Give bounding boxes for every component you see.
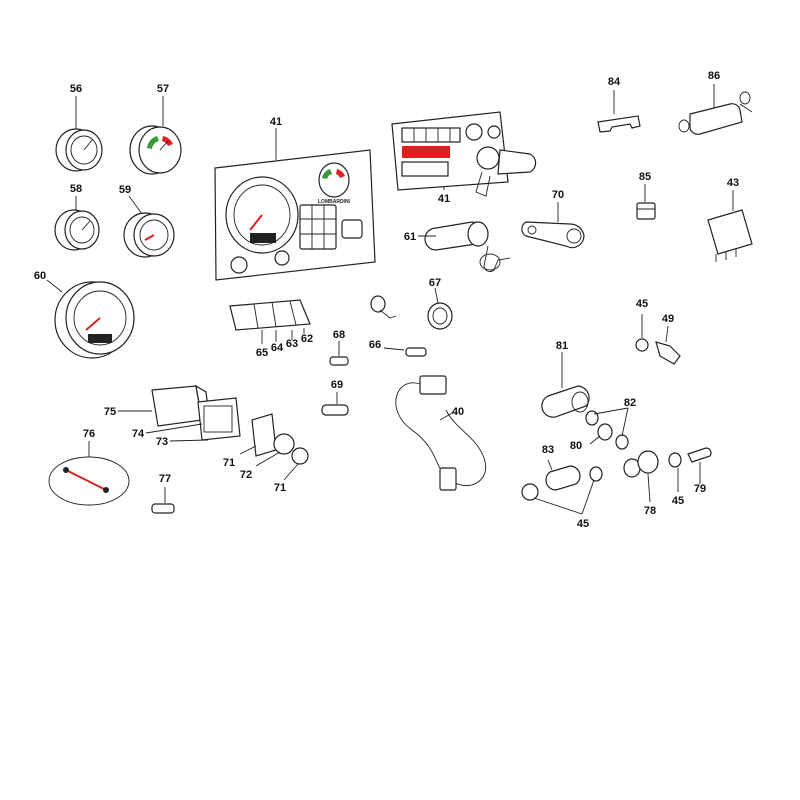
part-66-bulb [383,347,427,357]
callout-label: 83 [542,444,554,456]
part-77-fuse [151,487,175,514]
part-86-component [678,84,753,135]
callout-label: 75 [104,406,116,418]
part-83-sender [521,459,603,515]
callout-label: 60 [34,270,46,282]
callout-label: 64 [271,342,284,354]
part-sensor [370,295,397,319]
callout-label: 45 [577,518,589,530]
part-40-harness [395,375,487,491]
part-45-washer [635,314,649,352]
part-82-washers [585,407,629,450]
callout-label: 63 [286,338,298,350]
callout-label: 67 [429,277,441,289]
part-85-block [636,184,656,220]
callout-label: 78 [644,505,656,517]
callout-label: 57 [157,83,169,95]
callout-label: 43 [727,177,739,189]
callout-label: 71 [274,482,286,494]
callout-label: 49 [662,313,674,325]
part-62-65-switch-block [229,299,311,344]
part-59-gauge [123,195,175,258]
part-67-holder [427,287,453,330]
part-49-sensor [655,325,681,365]
callout-label: 41 [270,116,282,128]
part-80-fitting [589,423,613,445]
callout-label: 81 [556,340,568,352]
part-56-small-gauge [55,96,103,172]
part-78-fitting [623,450,659,503]
brand-label: LOMBARDINI [318,199,351,205]
part-76-cable [48,441,130,506]
callout-label: 41 [438,193,450,205]
part-79-bolt [687,447,712,484]
callout-label: 58 [70,183,82,195]
callout-label: 70 [552,189,564,201]
callout-label: 82 [624,397,636,409]
part-41-instrument-panel [214,128,376,281]
callout-label: 56 [70,83,82,95]
part-81-sensor [541,352,590,418]
callout-label: 45 [672,495,684,507]
callout-label: 80 [570,440,582,452]
callout-label: 66 [369,339,381,351]
part-61-ignition-switch [418,221,511,272]
callout-label: 59 [119,184,131,196]
callout-label: 69 [331,379,343,391]
callout-label: 73 [156,436,168,448]
part-58-small-gauge [54,196,100,251]
part-70-bracket [521,202,585,249]
callout-label: 86 [708,70,720,82]
part-41-control-panel [391,111,537,197]
part-57-gauge [129,96,182,175]
callout-label: 85 [639,171,651,183]
part-43-relay [707,190,753,262]
callout-label: 68 [333,329,345,341]
callout-label: 40 [452,406,464,418]
callout-label: 45 [636,298,648,310]
callout-label: 84 [608,76,621,88]
callout-label: 62 [301,333,313,345]
callout-label: 74 [132,428,145,440]
part-71-72-plate [239,413,309,481]
part-84-clip [597,90,641,133]
callout-label: 79 [694,483,706,495]
part-73-75-box [118,384,241,442]
callout-label: 61 [404,231,416,243]
part-69-fuse [321,392,349,416]
callout-label: 76 [83,428,95,440]
part-60-tachometer [46,279,135,359]
part-68-fuse [329,341,349,366]
callout-label: 77 [159,473,171,485]
part-45-washer-2 [668,452,682,492]
callout-label: 72 [240,469,252,481]
callout-label: 65 [256,347,268,359]
callout-label: 71 [223,457,235,469]
